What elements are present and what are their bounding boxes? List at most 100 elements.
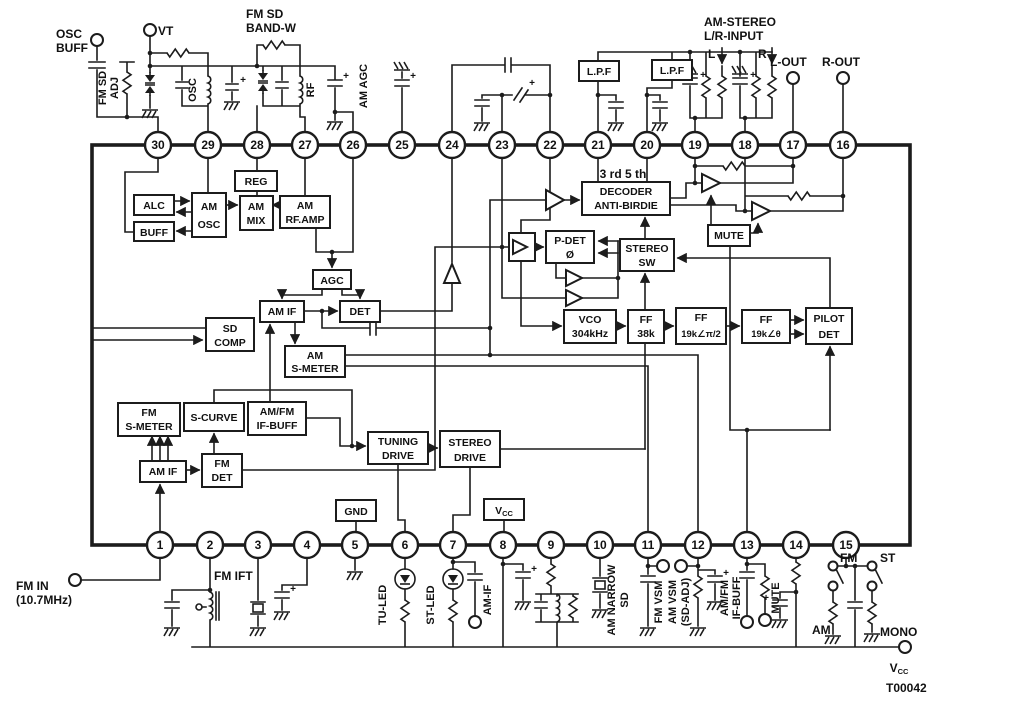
pin-24: 24 (437, 130, 467, 160)
svg-text:+: + (763, 593, 769, 604)
terminals (68, 23, 912, 654)
svg-text:5: 5 (352, 538, 359, 552)
wires-internal (93, 157, 844, 533)
svg-text:ADJ: ADJ (109, 77, 121, 99)
label-fm-switch: FM (840, 551, 857, 565)
svg-text:3: 3 (255, 538, 262, 552)
svg-text:VCO: VCO (579, 314, 602, 326)
svg-text:(10.7MHz): (10.7MHz) (16, 593, 72, 607)
label-amfm-if-buff-pin: AM/FM (719, 580, 731, 616)
label-st-led: ST-LED (425, 585, 437, 624)
svg-text:AGC: AGC (320, 275, 344, 287)
label-r-input: R (758, 47, 767, 61)
svg-text:IF-BUFF: IF-BUFF (731, 576, 743, 619)
pin-25: 25 (387, 130, 417, 160)
pin-10: 10 (585, 530, 615, 560)
pin-2: 2 (195, 530, 225, 560)
pin-11: 11 (633, 530, 663, 560)
svg-text:+: + (529, 78, 535, 89)
label-l-out: L-OUT (770, 55, 807, 69)
label-tu-led: TU-LED (377, 585, 389, 625)
label-fm-in: FM IN (16, 579, 49, 593)
label-r-out: R-OUT (822, 55, 861, 69)
block-lpf-1: L.P.F (578, 60, 620, 82)
label-fm-sd-adj: FM SD (97, 71, 109, 105)
svg-text:21: 21 (591, 138, 605, 152)
svg-text:DET: DET (350, 306, 372, 318)
junction-dots (124, 49, 858, 595)
terminal-vcc (898, 640, 912, 654)
svg-text:25: 25 (395, 138, 409, 152)
svg-text:BAND-W: BAND-W (246, 21, 297, 35)
pin-17: 17 (778, 130, 808, 160)
svg-text:27: 27 (298, 138, 312, 152)
svg-text:+: + (290, 584, 296, 595)
pin-3: 3 (243, 530, 273, 560)
svg-text:FM: FM (141, 407, 156, 419)
svg-text:14: 14 (789, 538, 803, 552)
block-gnd: GND (335, 499, 377, 522)
svg-text:28: 28 (250, 138, 264, 152)
pin-30: 30 (143, 130, 173, 160)
label-mute-pin: MUTE (770, 582, 782, 613)
svg-text:FF: FF (760, 314, 773, 326)
label-rf-coil: RF (305, 82, 317, 97)
svg-text:PILOT: PILOT (814, 313, 846, 325)
pin-23: 23 (487, 130, 517, 160)
svg-text:DRIVE: DRIVE (454, 452, 486, 464)
svg-text:FF: FF (640, 314, 653, 326)
svg-text:23: 23 (495, 138, 509, 152)
svg-text:Ø: Ø (566, 249, 574, 261)
label-am-switch: AM (812, 623, 831, 637)
svg-text:FF: FF (695, 312, 708, 324)
svg-text:20: 20 (640, 138, 654, 152)
svg-text:BUFF: BUFF (140, 227, 169, 239)
svg-text:AM IF: AM IF (268, 306, 297, 318)
svg-text:4: 4 (304, 538, 311, 552)
pin-21: 21 (583, 130, 613, 160)
block-alc: ALC (133, 194, 175, 216)
terminal-vt (143, 23, 157, 37)
pins-top: 30 29 28 27 26 25 24 23 22 21 20 19 18 1… (143, 130, 858, 160)
pin-5: 5 (340, 530, 370, 560)
amp-icon (565, 288, 585, 308)
svg-text:38k: 38k (637, 328, 655, 340)
svg-text:9: 9 (548, 538, 555, 552)
svg-text:DECODER: DECODER (600, 186, 653, 198)
svg-text:304kHz: 304kHz (572, 328, 608, 340)
svg-text:10: 10 (593, 538, 607, 552)
terminal-am-vsm (674, 559, 688, 573)
svg-text:ANTI-BIRDIE: ANTI-BIRDIE (594, 200, 658, 212)
ceramic-filter-icon (252, 603, 264, 613)
svg-text:IF-BUFF: IF-BUFF (257, 420, 298, 432)
external-labels: OSC BUFF VT FM SD BAND-W FM SD ADJ OSC R… (16, 7, 927, 695)
block-reg: REG (234, 170, 278, 192)
block-fm-s-meter: FMS-METER (117, 402, 181, 437)
pin-12: 12 (683, 530, 713, 560)
svg-text:BUFF: BUFF (56, 41, 88, 55)
svg-text:17: 17 (786, 138, 800, 152)
label-am-if-pin: AM-IF (482, 584, 494, 615)
svg-text:18: 18 (738, 138, 752, 152)
svg-text:DET: DET (212, 472, 234, 484)
block-vcc: VCC (483, 498, 525, 521)
pin-8: 8 (488, 530, 518, 560)
svg-text:+: + (723, 568, 729, 579)
svg-text:22: 22 (543, 138, 557, 152)
limiter-icon (508, 232, 536, 262)
pin-16: 16 (828, 130, 858, 160)
terminal-fm-in (68, 573, 82, 587)
svg-text:1: 1 (157, 538, 164, 552)
block-det: DET (339, 300, 381, 323)
amp-icon (751, 200, 773, 222)
svg-text:(SD-ADJ): (SD-ADJ) (680, 578, 692, 627)
svg-text:26: 26 (346, 138, 360, 152)
svg-text:MUTE: MUTE (714, 230, 744, 242)
